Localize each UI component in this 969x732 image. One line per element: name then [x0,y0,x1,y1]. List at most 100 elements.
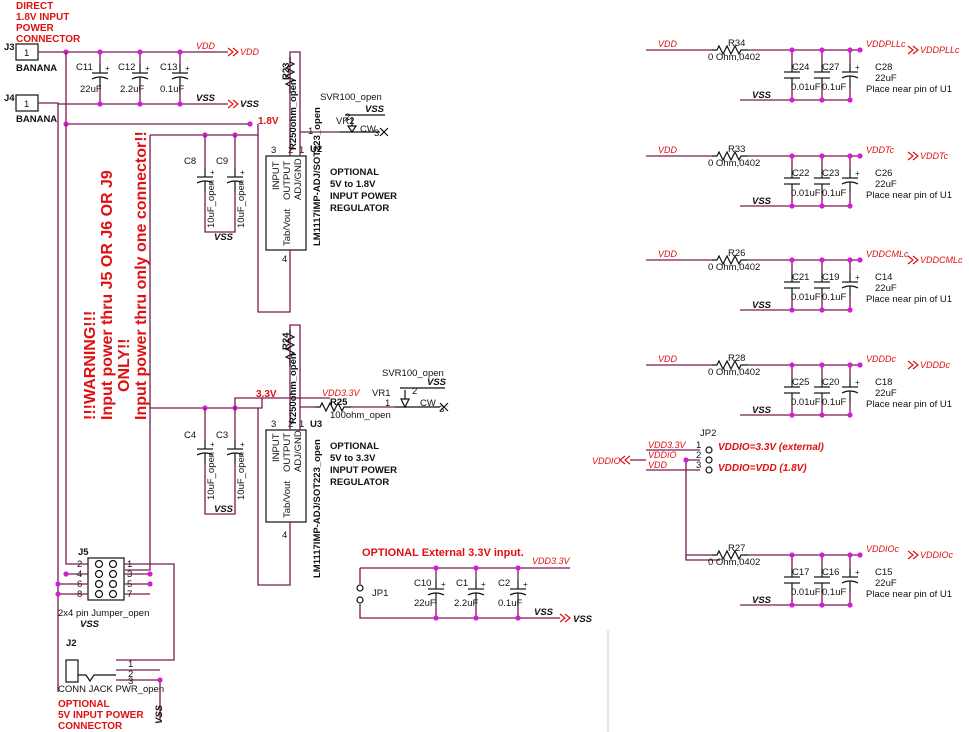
svg-text:C8: C8 [184,156,196,167]
svg-text:10uF_open: 10uF_open [206,180,217,228]
filter-cap2-val: 0.1uF [822,188,846,199]
svg-text:2: 2 [345,112,350,123]
svg-text:3: 3 [271,145,276,156]
svg-text:10uF_open: 10uF_open [206,452,217,500]
connector-j4: J4 1 BANANA [4,93,57,125]
svg-text:22uF: 22uF [414,598,436,609]
svg-text:LM1117IMP-ADJ/SOT223_open: LM1117IMP-ADJ/SOT223_open [312,439,323,578]
svg-text:CW: CW [420,398,436,409]
filter-cap1-ref: C24 [792,62,809,73]
svg-text:OPTIONAL: OPTIONAL [58,699,110,710]
filter-cap3-val: 22uF [875,73,897,84]
svg-text:U2: U2 [310,144,322,155]
svg-text:R25: R25 [330,397,348,408]
filter-cap2-val: 0.1uF [822,587,846,598]
filter-cap3-val: 22uF [875,578,897,589]
svg-text:VSS: VSS [240,99,260,110]
filter-out-port: VDDDc [920,360,951,370]
svg-text:!!!WARNING!!!: !!!WARNING!!! [82,311,99,420]
potentiometer-vr2: SVR100_open VSS VR2 1 2 3 CW [308,92,389,139]
reg18-desc: OPTIONAL 5V to 1.8V INPUT POWER REGULATO… [330,167,397,214]
filter-cap3-ref: C15 [875,567,892,578]
filter-resistor-ref: R28 [728,353,745,364]
filter-cap1-val: 0.01uF [791,292,821,303]
svg-text:C1: C1 [456,578,468,589]
filter-resistor-ref: R33 [728,144,745,155]
filter-out-port: VDDCMLc [920,255,963,265]
connector-j2: J2 1 2 3 CONN JACK PWR_open VSS [58,638,165,724]
svg-text:INPUT POWER: INPUT POWER [330,465,397,476]
svg-text:VSS: VSS [80,619,100,630]
svg-text:CW: CW [360,124,376,135]
jumper-j5: J5 1 2 3 4 5 6 7 8 2x4 pin Jumper_open V… [58,547,149,630]
svg-text:5V INPUT POWER: 5V INPUT POWER [58,710,144,721]
filter-cap3-val: 22uF [875,283,897,294]
svg-text:VR1: VR1 [372,388,390,399]
svg-text:R250ohm_open: R250ohm_open [288,79,299,150]
svg-text:VSS: VSS [214,504,234,515]
svg-text:JP2: JP2 [700,428,716,439]
svg-text:ADJ/GND: ADJ/GND [293,158,304,200]
filter-note: Place near pin of U1 [866,84,952,95]
svg-text:1: 1 [24,99,29,110]
svg-text:OPTIONAL External 3.3V input.: OPTIONAL External 3.3V input. [362,547,524,559]
ext-33v-section: OPTIONAL External 3.3V input. VDD3.3V JP… [356,547,593,625]
filter-vss: VSS [752,300,772,311]
potentiometer-vr1: SVR100_open VSS VR1 1 2 3 CW [372,368,449,415]
filter-cap3-val: 22uF [875,179,897,190]
svg-text:3: 3 [374,128,379,139]
filter-vss: VSS [752,595,772,606]
filter-out-port: VDDTc [920,151,949,161]
svg-text:VDDIO=3.3V (external): VDDIO=3.3V (external) [718,442,825,453]
svg-text:Input power thru only one conn: Input power thru only one connector!! [133,131,150,420]
svg-text:J3: J3 [4,42,15,53]
filter-cap2-ref: C19 [822,272,839,283]
filter-in-net: VDD [658,354,678,364]
svg-text:VSS: VSS [154,704,165,724]
svg-text:0.1uF: 0.1uF [160,84,184,95]
filter-cap2-ref: C20 [822,377,839,388]
jumper-jp2: JP2 VDD3.3V VDDIO VDD VDDIO 1 2 3 VDDIO=… [592,428,825,561]
svg-text:C11: C11 [76,62,93,73]
filter-cap2-ref: C16 [822,567,839,578]
svg-text:VSS: VSS [196,93,216,104]
svg-text:INPUT: INPUT [271,161,282,190]
filter-vss: VSS [752,196,772,207]
svg-text:1: 1 [696,440,701,451]
filter-in-net: VDD [658,249,678,259]
svg-text:0.1uF: 0.1uF [498,598,522,609]
filter-out-port: VDDPLLc [920,45,960,55]
svg-text:Input power thru J5 OR J6 OR J: Input power thru J5 OR J6 OR J9 [99,170,116,420]
svg-text:3: 3 [696,460,701,471]
svg-text:LM1117IMP-ADJ/SOT223_open: LM1117IMP-ADJ/SOT223_open [312,107,323,246]
filter-vss: VSS [752,405,772,416]
filter-resistor-ref: R27 [728,543,745,554]
svg-text:VDD3.3V: VDD3.3V [532,556,571,566]
filter-in-net: VDD [658,39,678,49]
svg-text:VDD3.3V: VDD3.3V [648,440,687,450]
input-caps: C11 C12 C13 22uF 2.2uF 0.1uF [76,52,191,104]
svg-text:1: 1 [299,419,304,430]
filter-out-net: VDDIOc [866,544,900,554]
svg-text:INPUT POWER: INPUT POWER [330,191,397,202]
svg-text:VSS: VSS [427,377,447,388]
filter-out-net: VDDPLLc [866,39,906,49]
resistor-r25: R25 100ohm_open [314,397,391,421]
svg-text:C12: C12 [118,62,135,73]
svg-text:J4: J4 [4,93,15,104]
filter-cap1-ref: C25 [792,377,809,388]
svg-text:VDDIO: VDDIO [592,456,621,466]
svg-text:U3: U3 [310,419,322,430]
svg-text:C3: C3 [216,430,228,441]
svg-text:J5: J5 [78,547,89,558]
filter-resistor-ref: R26 [728,248,745,259]
svg-text:REGULATOR: REGULATOR [330,203,389,214]
filter-out-net: VDDDc [866,354,897,364]
filter-resistor-val: 0 Ohm,0402 [708,52,760,63]
filter-resistor-val: 0 Ohm,0402 [708,262,760,273]
filter-cap3-ref: C18 [875,377,892,388]
